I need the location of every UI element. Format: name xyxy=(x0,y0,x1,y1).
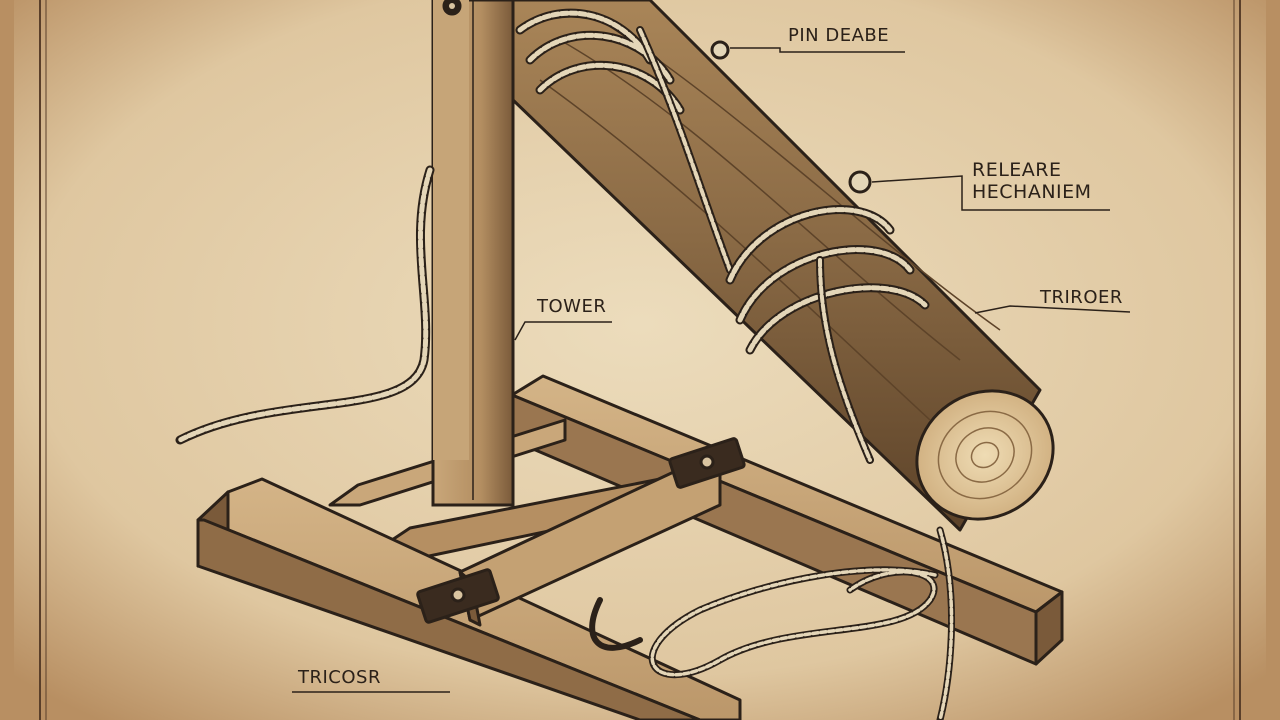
rope-coil xyxy=(589,526,956,720)
label-release-mechanism-line2: HECHANIEM xyxy=(972,180,1092,203)
left-rope xyxy=(175,165,435,445)
label-tower: TOWER xyxy=(537,296,607,317)
label-release-mechanism: RELEARE HECHANIEM xyxy=(972,159,1092,204)
frame-border xyxy=(39,0,1241,720)
label-release-mechanism-line1: RELEARE xyxy=(972,159,1062,181)
label-trigger-bottom: TRICOSR xyxy=(298,667,381,688)
throwing-arm-log xyxy=(511,0,1055,532)
label-trigger-right: TRIROER xyxy=(1040,287,1123,308)
tower-post xyxy=(431,0,515,507)
rope-lashing-upper xyxy=(515,8,734,274)
rope-lashing-lower xyxy=(710,40,930,464)
base-frame xyxy=(196,374,1064,720)
label-pin-release: PIN DEABE xyxy=(788,25,890,46)
callout-leaders xyxy=(292,47,1131,693)
